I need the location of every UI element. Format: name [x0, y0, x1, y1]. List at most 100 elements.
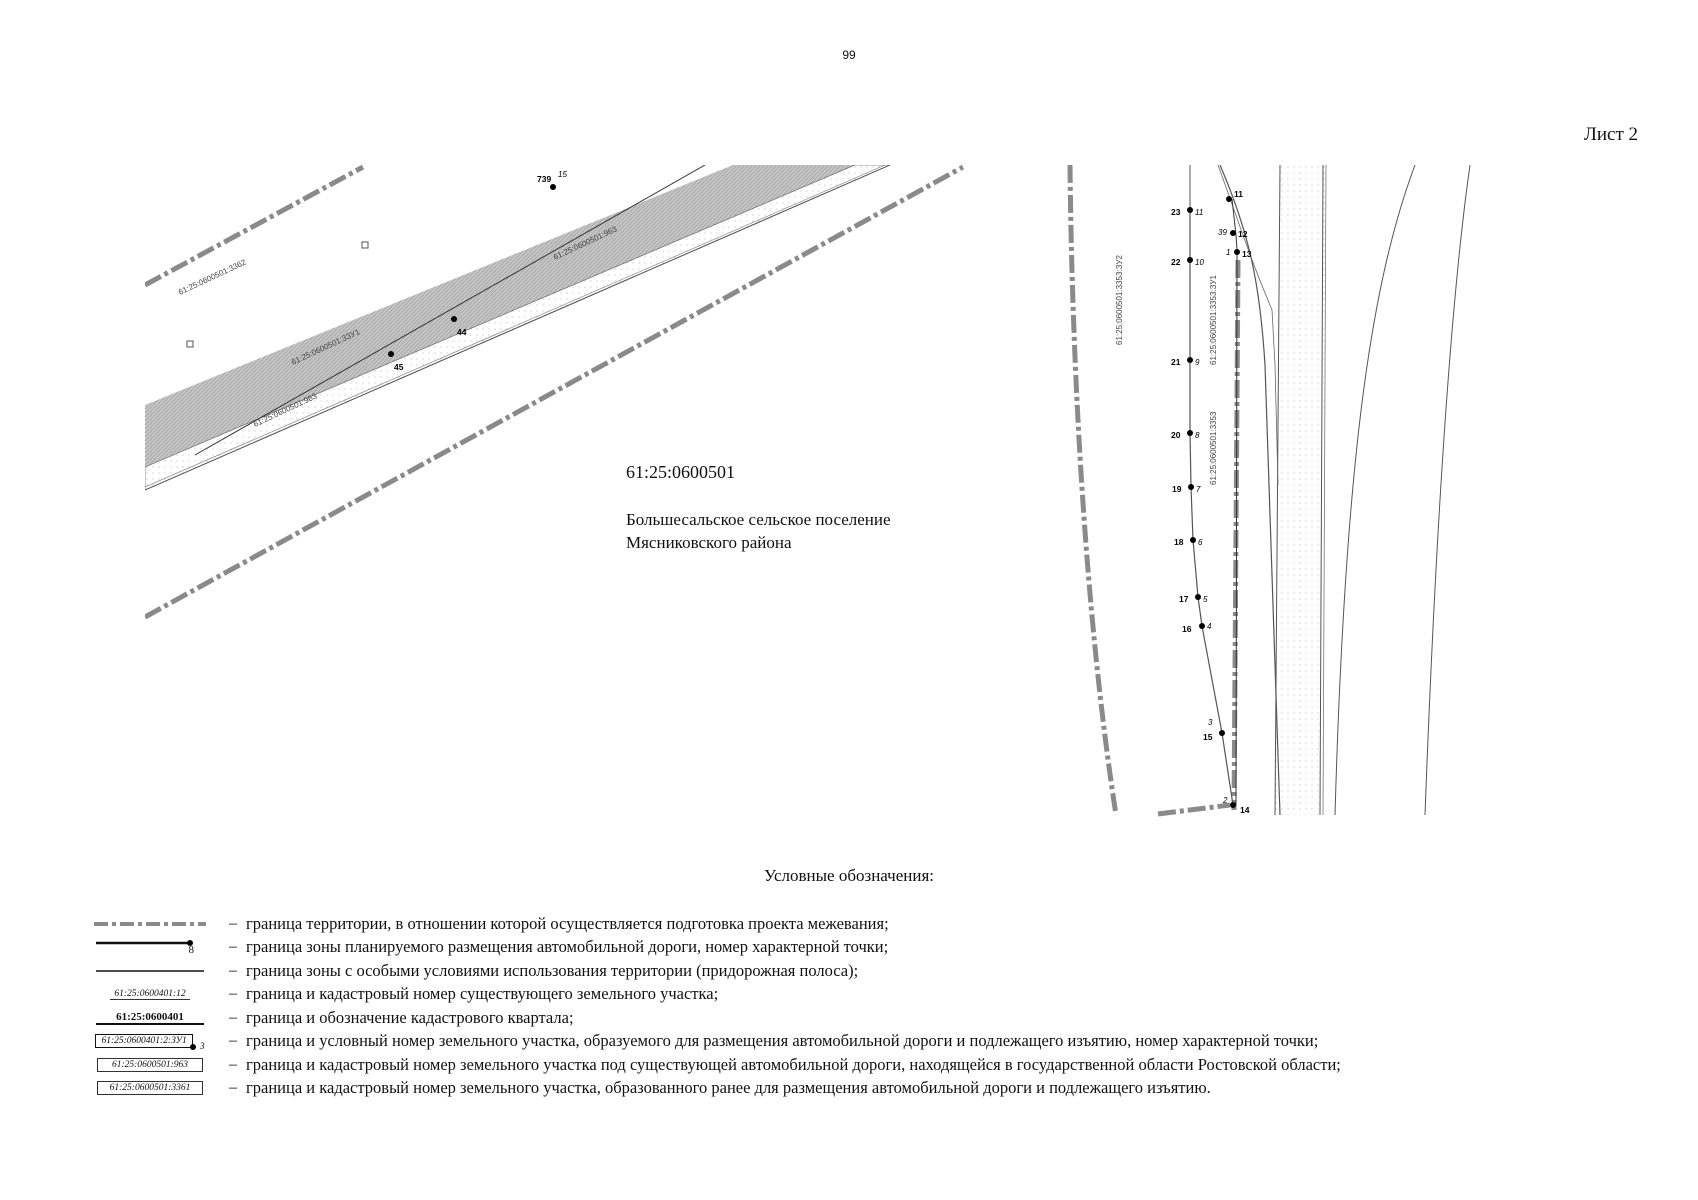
legend-symbol-text: 8 — [188, 944, 195, 957]
parcel-label: 61:25:0600501:3353 — [1209, 411, 1218, 485]
point-45 — [388, 351, 394, 357]
point-label: 18 — [1174, 537, 1184, 547]
point-sublabel: 9 — [1195, 358, 1200, 367]
legend: – граница территории, в отношении которо… — [80, 912, 1680, 1100]
planned-road-line-2 — [1231, 198, 1238, 806]
legend-dash: – — [229, 1079, 237, 1097]
legend-symbol — [80, 913, 220, 935]
road-curve — [1424, 165, 1471, 816]
parcel-label: 61:25:0600501:3353:ЗУ2 — [1115, 255, 1124, 345]
cadastral-quarter-number: 61:25:0600501 — [626, 462, 736, 482]
legend-item-prior-parcel: 61:25:0600501:3361 – граница и кадастров… — [80, 1077, 1680, 1101]
point-label: 21 — [1171, 357, 1181, 367]
map-right-fragment: 23 11 22 10 21 9 20 8 19 7 18 6 17 5 16 … — [1067, 165, 1471, 817]
territory-boundary-bottom — [145, 165, 965, 620]
legend-symbol-text: 61:25:0600401:2:ЗУ1 — [95, 1034, 193, 1049]
point-label: 13 — [1242, 249, 1252, 259]
legend-title: Условные обозначения: — [763, 866, 935, 885]
legend-item-road-parcel: 61:25:0600501:963 – граница и кадастровы… — [80, 1053, 1680, 1077]
legend-text: граница территории, в отношении которой … — [246, 913, 889, 933]
point-sublabel: 7 — [1196, 485, 1201, 494]
legend-dash: – — [229, 914, 237, 932]
point-sublabel: 10 — [1195, 258, 1204, 267]
road-edge — [145, 165, 891, 491]
road-edge-2 — [145, 165, 886, 488]
legend-item-roadside-zone: – граница зоны с особыми условиями испол… — [80, 959, 1680, 983]
legend-symbol: 8 — [80, 936, 220, 958]
legend-symbol-text: 61:25:0600501:3361 — [96, 1081, 204, 1096]
page-number: 99 — [842, 48, 856, 62]
road-strip-vertical — [1225, 165, 1325, 815]
legend-text: граница зоны с особыми условиями использ… — [246, 960, 859, 980]
legend-symbol: 61:25:0600401 — [80, 1007, 220, 1029]
point-label: 16 — [1182, 624, 1192, 634]
legend-dash: – — [229, 985, 237, 1003]
point-label: 14 — [1240, 805, 1250, 815]
legend-dash: – — [229, 938, 237, 956]
point-739 — [550, 184, 556, 190]
point-sublabel: 2 — [1222, 796, 1228, 805]
point-label: 11 — [1234, 189, 1243, 199]
point-sublabel: 3 — [1208, 718, 1213, 727]
road-edge — [1319, 165, 1324, 816]
territory-boundary-top — [145, 165, 365, 288]
legend-text: граница и кадастровый номер земельного у… — [246, 1054, 1341, 1074]
right-points — [1187, 196, 1240, 808]
roadside-zone-symbol — [96, 970, 204, 972]
point-sublabel: 5 — [1203, 595, 1208, 604]
point-sublabel: 4 — [1207, 622, 1212, 631]
road-curve — [1334, 165, 1416, 816]
territory-boundary-symbol — [94, 921, 206, 926]
legend-dash: – — [229, 961, 237, 979]
legend-symbol: 61:25:0600501:963 — [80, 1054, 220, 1076]
point-label: 23 — [1171, 207, 1181, 217]
legend-text: граница и кадастровый номер земельного у… — [246, 1078, 1211, 1098]
sheet-label: Лист 2 — [1583, 124, 1638, 145]
legend-dash: – — [229, 1055, 237, 1073]
legend-symbol: 61:25:0600401:12 — [80, 983, 220, 1005]
legend-text: граница и условный номер земельного учас… — [246, 1031, 1319, 1051]
legend-symbol-text: 61:25:0600501:963 — [97, 1057, 203, 1072]
road-curve — [1219, 165, 1281, 816]
point-sublabel: 11 — [1195, 208, 1203, 217]
legend-item-existing-parcel: 61:25:0600401:12 – граница и кадастровый… — [80, 983, 1680, 1007]
legend-dash: – — [229, 1008, 237, 1026]
point-sublabel: 1 — [1226, 248, 1230, 257]
point-sublabel: 39 — [1218, 228, 1227, 237]
point-sublabel: 8 — [1195, 431, 1200, 440]
point-label: 15 — [1203, 732, 1213, 742]
point-label: 739 — [537, 174, 551, 184]
point-label: 20 — [1171, 430, 1181, 440]
marker-square — [186, 340, 194, 348]
settlement-line-1: Большесальское сельское поселение — [626, 510, 891, 529]
road-curve — [1217, 165, 1279, 486]
point-label: 45 — [394, 362, 404, 372]
legend-item-territory: – граница территории, в отношении которо… — [80, 912, 1680, 936]
planned-road-line — [1189, 210, 1234, 806]
legend-dash: – — [229, 1032, 237, 1050]
legend-symbol-text: 61:25:0600401:12 — [110, 989, 190, 1000]
parcel-label: 61:25:0600501:3353:ЗУ1 — [1209, 275, 1218, 365]
point-sublabel: 6 — [1198, 538, 1203, 547]
legend-text: граница и кадастровый номер существующег… — [246, 984, 719, 1004]
legend-symbol-text: 61:25:0600401 — [96, 1011, 204, 1025]
point-44 — [451, 316, 457, 322]
legend-text: граница зоны планируемого размещения авт… — [246, 937, 889, 957]
planned-road-line — [194, 165, 706, 456]
map-left-fragment: 739 15 44 45 61:25:0600501:3362 61:25:06… — [145, 165, 965, 620]
legend-symbol: 61:25:0600501:3361 — [80, 1077, 220, 1099]
legend-symbol: 61:25:0600401:2:ЗУ1 3 — [80, 1030, 220, 1052]
planned-road-symbol — [96, 940, 193, 947]
point-label: 22 — [1171, 257, 1181, 267]
settlement-name: Большесальское сельское поселение Мясник… — [626, 508, 891, 554]
territory-boundary-bottom — [1157, 802, 1231, 817]
point-label: 44 — [457, 327, 467, 337]
legend-symbol — [80, 960, 220, 982]
point-label: 17 — [1179, 594, 1189, 604]
legend-item-cadastral-quarter: 61:25:0600401 – граница и обозначение ка… — [80, 1006, 1680, 1030]
territory-boundary-vertical — [1067, 165, 1119, 816]
legend-item-new-parcel: 61:25:0600401:2:ЗУ1 3 – граница и условн… — [80, 1030, 1680, 1054]
legend-text: граница и обозначение кадастрового кварт… — [246, 1007, 574, 1027]
legend-symbol-sub: 3 — [199, 1042, 205, 1053]
road-edge — [1322, 165, 1327, 816]
